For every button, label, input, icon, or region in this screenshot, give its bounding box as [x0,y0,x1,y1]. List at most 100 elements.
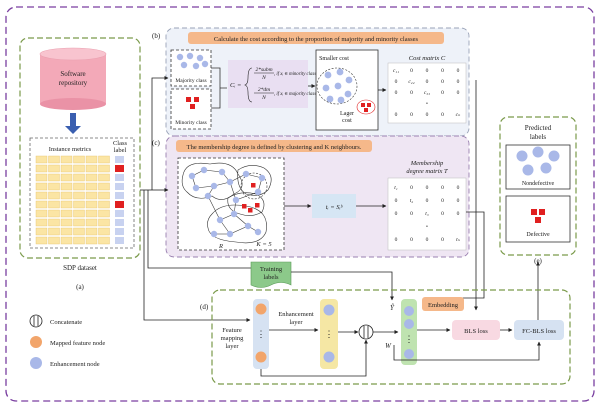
enhancement-node [323,351,335,363]
metric-cell [60,191,73,200]
metric-cell [60,173,73,182]
clean-label-cell [115,156,124,163]
column-ellipsis: ⋮ [325,329,334,339]
cost-formula-box [228,60,308,108]
defective-label-cell [115,201,124,208]
output-node [404,319,414,329]
metric-cell [73,200,85,209]
cost-matrix-cell: 0 [426,112,429,118]
class-label-line2: label [114,147,127,154]
majority-node [192,62,200,70]
column-ellipsis: ⋮ [405,334,414,344]
membership-matrix-cell: • [426,224,428,230]
membership-matrix-cell: 0 [457,185,460,191]
cost-matrix-cell: 0 [410,90,413,96]
cluster-node [345,76,353,84]
graph-node [254,188,262,196]
membership-matrix-cell: t₂ [410,198,414,204]
metric-cell [98,182,110,191]
cost-matrix-cell: 0 [441,79,444,85]
graph-node [188,172,196,180]
membership-matrix-cell: 0 [395,211,398,217]
outer-frame [5,6,595,402]
enhancement-line1: Enhancement [278,311,314,318]
cost-cond2: , if xᵢ ∈ majority class [274,92,316,97]
membership-matrix-cell: 0 [457,211,460,217]
y-hat-label: Ŷ [390,304,395,312]
k-neighbour-ring [240,172,268,200]
graph-node [242,170,250,178]
graph-node [230,210,238,218]
minority-square [194,97,199,102]
connector [291,271,394,301]
metric-cell [98,191,110,200]
metric-cell [73,155,85,164]
smaller-cost-label: Smaller cost [319,56,349,62]
minority-cluster-ring [356,99,376,115]
metric-cell [85,173,98,182]
graph-edge [207,195,221,221]
feature-mapping-line2: mapping [221,335,244,342]
defective-label: Defective [526,231,550,238]
metric-cell [35,173,48,182]
cost-matrix-cell: 0 [410,68,413,74]
graph-node [232,196,240,204]
metric-cell [60,182,73,191]
class-brace [211,67,227,109]
graph-red-square [251,183,256,188]
connector [151,76,169,190]
cost-title: Calculate the cost according to the prop… [214,36,419,43]
defective-label-cell [115,165,124,172]
mapped-feature-legend-icon [30,336,42,348]
membership-matrix-cell: 0 [426,237,429,243]
r-label: R [218,243,223,250]
cost-matrix-cell: 0 [457,90,460,96]
metric-cell [35,227,48,236]
cost-red-square [364,108,368,112]
cost-cond1: , if xᵢ ∈ minority class [274,72,316,77]
label-column [115,156,124,244]
cost-formula-ci: Cᵢ = [230,82,241,89]
metric-cell [48,200,60,209]
panel-c-tag: (c) [152,139,160,147]
cost-matrix-cell: 0 [426,68,429,74]
fc-bls-loss-box [514,320,564,340]
metric-cell [73,236,85,245]
feature-mapping-line1: Feature [222,327,242,334]
minority-square [190,104,195,109]
concatenate-icon [358,324,374,340]
output-node [404,306,414,316]
bls-loss-box [452,320,500,340]
cost-matrix-cell: cₙ [456,112,461,118]
membership-formula-box [312,194,356,218]
cluster-node [324,71,332,79]
membership-matrix-title2: degree matrix T [406,168,448,175]
w-label: W [385,342,392,350]
membership-matrix-cell: 0 [441,185,444,191]
embedding-box [422,297,464,311]
repository-line1: Software [60,70,85,78]
majority-dots [176,52,209,70]
clean-label-cell [115,228,124,235]
graph-edge [229,225,249,235]
cost-matrix-cell: c₂₂ [408,79,414,85]
clean-label-cell [115,237,124,244]
metric-cell [98,164,110,173]
larger-cost-line2: cost [342,118,352,124]
clean-label-cell [115,219,124,226]
cost-matrix-cell: 0 [441,68,444,74]
larger-cost-line1: Lager [340,111,354,117]
cost-num2: 2*dm [258,87,270,93]
predicted-title1: Predicted [525,124,552,132]
predicted-frame [499,116,577,256]
membership-matrix-cell: 0 [441,198,444,204]
feature-mapping-line3: layer [226,343,240,350]
cost-matrix-cell: 0 [441,112,444,118]
cost-matrix-box [387,62,467,124]
cost-matrix-cell: 0 [441,90,444,96]
graph-node [216,216,224,224]
metric-cell [73,209,85,218]
output-node [404,349,414,359]
